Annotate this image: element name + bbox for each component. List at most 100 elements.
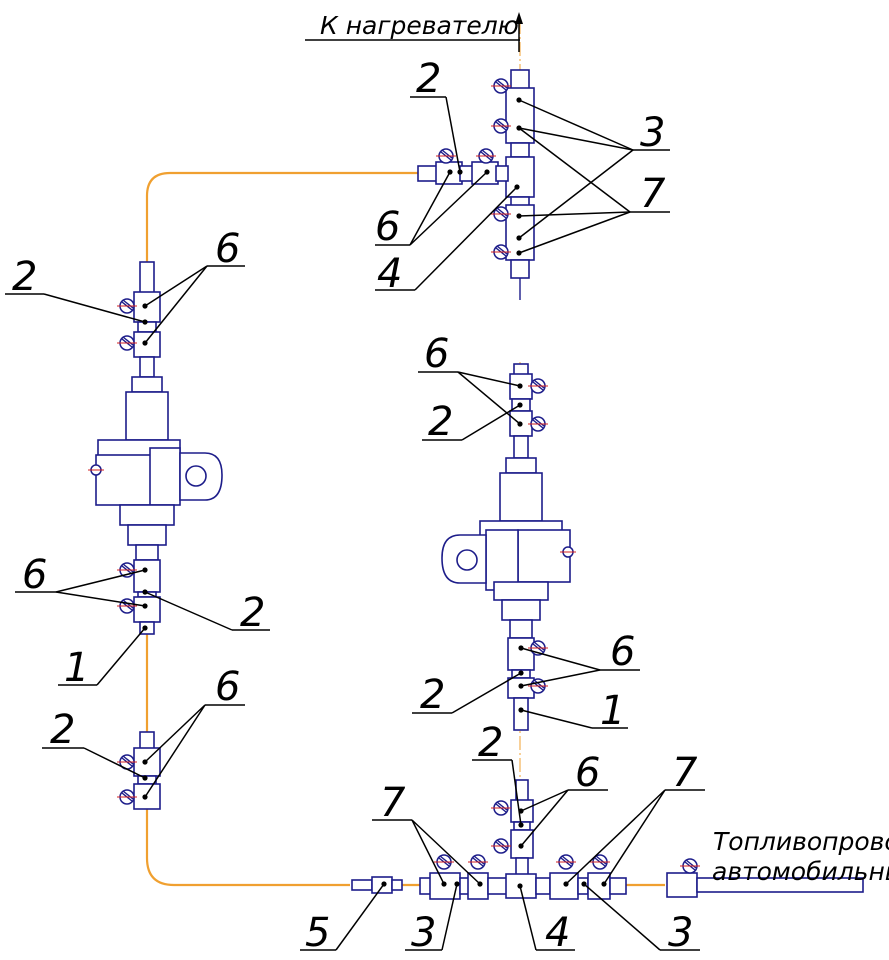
callout-left-1: 1 — [64, 645, 89, 691]
callout-left-lower-6: 6 — [215, 664, 240, 710]
leader-dot — [517, 402, 523, 408]
clamp-nut-icon — [528, 378, 548, 394]
callout-top-7: 7 — [640, 171, 666, 217]
leader-dot — [601, 881, 607, 887]
leader-dot — [142, 775, 148, 781]
callout-left-lower-2: 2 — [50, 707, 75, 753]
right-filter — [441, 457, 576, 639]
callout-bottom-5: 5 — [305, 910, 330, 956]
left-filter — [88, 376, 223, 561]
clamp-nut-icon — [680, 858, 700, 874]
clamp-nut-icon — [491, 206, 511, 222]
leader-dot — [477, 881, 483, 887]
callout-bottom-4: 4 — [545, 910, 570, 956]
clamp-nut-icon — [476, 148, 496, 164]
callout-bottom-left-3: 3 — [411, 910, 436, 956]
clamp-nut-icon — [491, 244, 511, 260]
callout-right-mid-2: 2 — [420, 672, 445, 718]
callout-top-4: 4 — [377, 251, 402, 297]
clamp-nut-icon — [117, 754, 137, 770]
to-heater-label: К нагревателю — [320, 11, 519, 40]
clamp-nuts — [117, 78, 700, 874]
callout-right-mid-6: 6 — [610, 629, 635, 675]
leader-dot — [516, 213, 522, 219]
leader-dot — [518, 707, 524, 713]
connector-5 — [351, 876, 403, 894]
leader-dot — [516, 125, 522, 131]
clamp-nut-icon — [491, 800, 511, 816]
leader-dot — [516, 235, 522, 241]
clamp-nut-icon — [491, 78, 511, 94]
clamp-nut-icon — [117, 298, 137, 314]
leader-dot — [142, 759, 148, 765]
leader-dot — [581, 881, 587, 887]
callout-right-1: 1 — [600, 688, 625, 734]
clamp-nut-icon — [491, 118, 511, 134]
callout-bottom-2: 2 — [478, 720, 503, 766]
leader-dot — [518, 843, 524, 849]
leader-dot — [142, 794, 148, 800]
bottom-tee — [419, 779, 627, 900]
clamp-nut-icon — [436, 148, 456, 164]
car-fuel-line — [666, 872, 864, 898]
leader-dot — [142, 603, 148, 609]
left-middle-fitting — [133, 559, 161, 635]
callout-right-upper-6: 6 — [424, 331, 449, 377]
leader-dot — [518, 683, 524, 689]
leader-dot — [142, 340, 148, 346]
heater-arrow — [515, 12, 523, 52]
clamp-nut-icon — [528, 416, 548, 432]
fuel-line-label-2: автомобильный — [712, 857, 889, 886]
leader-dot — [517, 883, 523, 889]
leader-dot — [142, 319, 148, 325]
leader-dot — [142, 589, 148, 595]
fuel-line-label-1: Топливопровод — [713, 827, 889, 856]
leader-dot — [457, 169, 463, 175]
callout-bottom-right-7: 7 — [672, 750, 698, 796]
leader-dot — [516, 250, 522, 256]
clamp-nut-icon — [528, 640, 548, 656]
callout-bottom-6: 6 — [575, 750, 600, 796]
callout-right-upper-2: 2 — [428, 399, 453, 445]
leader-dot — [518, 670, 524, 676]
clamp-nut-icon — [556, 854, 576, 870]
clamp-nut-icon — [434, 854, 454, 870]
callout-top-6: 6 — [375, 204, 400, 250]
leader-lines — [5, 39, 705, 951]
callout-left-mid-6: 6 — [22, 552, 47, 598]
callout-top-3: 3 — [640, 110, 665, 156]
leader-dot — [484, 169, 490, 175]
clamp-nut-icon — [491, 838, 511, 854]
text-labels: К нагревателю Топливопровод автомобильны… — [12, 11, 889, 956]
clamp-nut-icon — [590, 854, 610, 870]
callout-left-mid-2: 2 — [240, 590, 265, 636]
leader-dot — [517, 421, 523, 427]
leader-dot — [516, 97, 522, 103]
leader-dot — [517, 383, 523, 389]
callout-left-upper-2: 2 — [12, 254, 37, 300]
leader-dot — [563, 881, 569, 887]
leader-dot — [441, 881, 447, 887]
callout-bottom-right-3: 3 — [668, 910, 693, 956]
leader-dots — [142, 97, 607, 889]
leader-dot — [518, 808, 524, 814]
leader-dot — [518, 822, 524, 828]
top-manifold — [417, 69, 535, 300]
left-upper-fitting — [133, 261, 161, 378]
callout-bottom-left-7: 7 — [380, 780, 406, 826]
clamp-nut-icon — [117, 562, 137, 578]
leader-dot — [518, 645, 524, 651]
leader-dot — [454, 881, 460, 887]
leader-dot — [381, 881, 387, 887]
right-upper-fitting — [509, 363, 533, 459]
clamp-nut-icon — [468, 854, 488, 870]
leader-dot — [142, 567, 148, 573]
clamp-nut-icon — [117, 335, 137, 351]
leader-dot — [447, 169, 453, 175]
leader-dot — [514, 184, 520, 190]
leader-dot — [142, 303, 148, 309]
leader-dot — [142, 625, 148, 631]
callout-left-upper-6: 6 — [215, 226, 240, 272]
clamp-nut-icon — [117, 789, 137, 805]
